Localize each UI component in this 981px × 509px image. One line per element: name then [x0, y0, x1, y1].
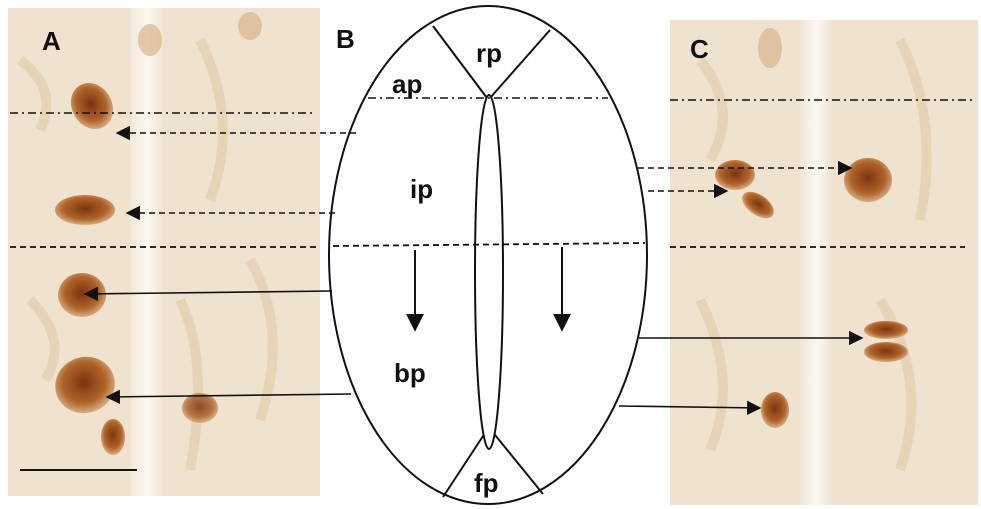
faint-cell — [758, 28, 782, 68]
stained-cell — [182, 393, 218, 423]
stained-cell — [844, 158, 892, 202]
faint-cell — [238, 12, 262, 40]
panel-c-lumen — [800, 20, 834, 505]
label-alar-plate: ap — [392, 69, 422, 99]
label-floor-plate: fp — [474, 468, 499, 498]
panel-a-micrograph: A — [8, 8, 320, 496]
stained-cell — [101, 419, 125, 455]
stained-cell — [55, 195, 115, 225]
panel-b-schematic: B rp ap ip bp fp — [329, 6, 647, 504]
panel-letter-b: B — [336, 24, 355, 54]
panel-c-micrograph: C — [670, 20, 978, 505]
label-intermediate-plate: ip — [410, 174, 433, 204]
central-canal — [475, 95, 503, 449]
stained-cell — [864, 342, 908, 362]
label-roof-plate: rp — [476, 38, 502, 68]
stained-cell — [864, 321, 908, 339]
stained-cell — [58, 273, 106, 317]
label-basal-plate: bp — [394, 358, 426, 388]
panel-letter-c: C — [690, 34, 709, 64]
panel-letter-a: A — [42, 26, 61, 56]
faint-cell — [138, 24, 162, 56]
stained-cell — [761, 392, 789, 428]
stained-cell — [715, 160, 755, 190]
panel-a-lumen — [130, 8, 164, 496]
